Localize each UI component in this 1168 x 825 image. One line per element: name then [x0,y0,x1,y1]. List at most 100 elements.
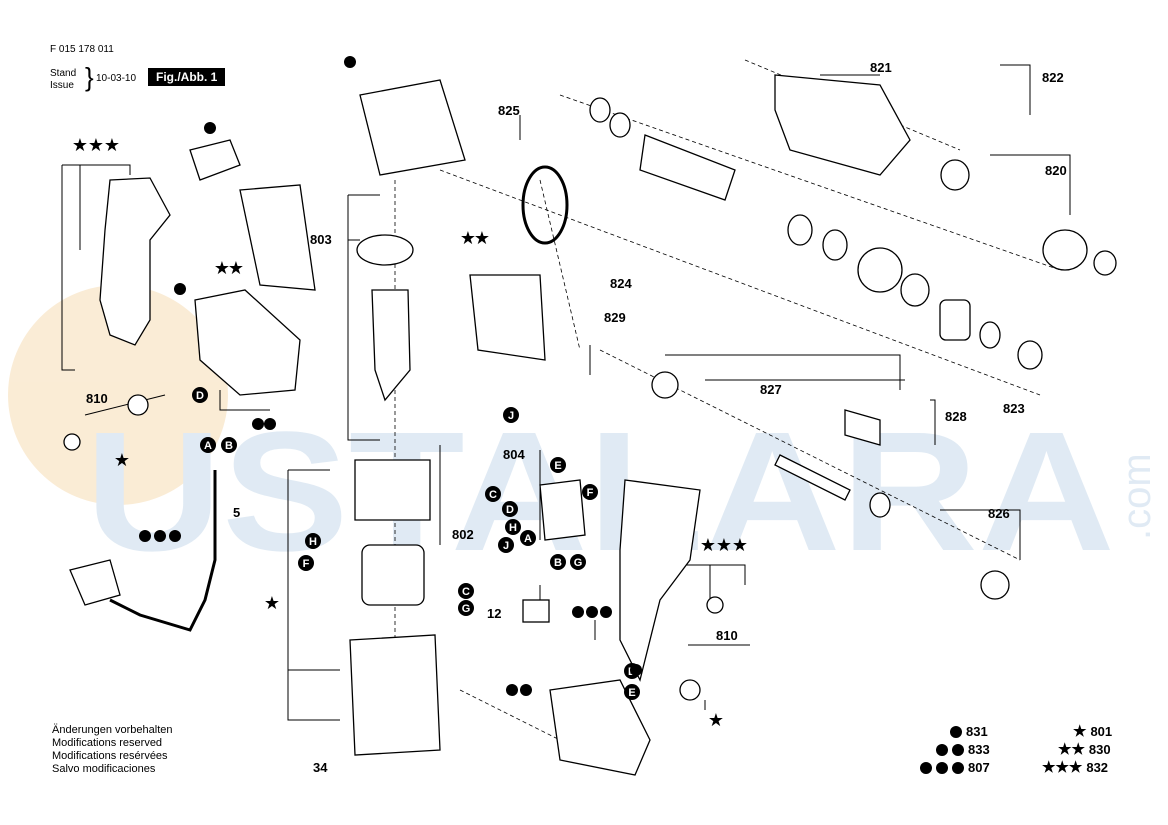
connector-marker-h: H [305,533,321,549]
document-number: F 015 178 011 [50,44,114,55]
svg-text:USTALARA: USTALARA [85,397,1115,587]
part-number-callout: 802 [452,527,474,542]
star-icon: ★ [88,135,104,155]
legend-star-2: ★★ 830 [1058,740,1111,758]
part-number-callout: 826 [988,506,1010,521]
svg-text:D: D [506,504,514,516]
connector-marker-h: H [505,519,521,535]
part-number-callout: 804 [503,447,525,462]
dot-icon [520,684,532,696]
dot-icon [154,530,166,542]
dot-icon [630,664,642,676]
star-icon: ★ [114,450,130,470]
star-icon: ★ [708,710,724,730]
svg-text:G: G [574,557,583,569]
legend-dot-2: 833 [936,742,990,757]
dot-icon [344,56,356,68]
connector-marker-g: G [570,554,586,570]
star-icon: ★ [72,135,88,155]
dot-icon [600,606,612,618]
dot-icon [139,530,151,542]
connector-marker-j: J [498,537,514,553]
dot-icon [952,761,964,774]
connector-marker-d: D [192,387,208,403]
legend-part: 832 [1086,760,1109,775]
legend-part: 831 [966,724,988,739]
watermark: USTALARA .com [8,285,1159,587]
brace-glyph: } [85,62,94,92]
dot-icon [169,530,181,542]
star-icon: ★ [700,535,716,555]
svg-text:.com: .com [1115,453,1159,540]
o-ring [521,165,569,245]
legend-star-3: ★★★ 832 [1042,758,1109,776]
note-en: Modifications reserved [52,737,163,749]
connector-marker-j: J [503,407,519,423]
legend-dot-3: 807 [920,760,990,775]
connector-marker-d: D [502,501,518,517]
connector-marker-c: C [458,583,474,599]
svg-text:E: E [554,460,561,472]
star-icon: ★ [732,535,748,555]
connector-marker-e: E [550,457,566,473]
svg-text:D: D [196,390,204,402]
note-de: Änderungen vorbehalten [52,724,173,736]
star-icon: ★ [104,135,120,155]
part-number-callout: 810 [86,391,108,406]
legend-part: 801 [1090,724,1113,739]
legend-dot-1: 831 [950,724,988,739]
connector-marker-f: F [298,555,314,571]
svg-text:B: B [554,557,562,569]
part-number-callout: 803 [310,232,332,247]
svg-text:F: F [303,558,310,570]
dot-icon [572,606,584,618]
connector-marker-e: E [624,684,640,700]
dot-icon [174,283,186,295]
connector-marker-a: A [520,530,536,546]
dot-icon [950,725,962,738]
dot-icon [264,418,276,430]
part-number-callout: 12 [487,606,501,621]
dot-icon [204,122,216,134]
part-number-callout: 5 [233,505,240,520]
dot-icon [506,684,518,696]
note-es: Salvo modificaciones [52,763,156,775]
svg-text:C: C [462,586,470,598]
svg-text:F: F [587,487,594,499]
modification-notes: Änderungen vorbehalten Modifications res… [52,724,172,776]
parts-drawings [63,74,1117,776]
connector-marker-c: C [485,486,501,502]
star-icon: ★ [460,228,476,248]
star-icon: ★ [214,258,230,278]
legend-star-1: ★ 801 [1073,722,1113,740]
stand-label: Stand [50,68,77,79]
star-icon: ★ [716,535,732,555]
connector-marker-f: F [582,484,598,500]
svg-text:C: C [489,489,497,501]
star-icon: ★ [1073,722,1087,740]
legend-part: 833 [968,742,990,757]
star-icon: ★ [264,593,280,613]
part-number-callout: 828 [945,409,967,424]
svg-text:E: E [628,687,635,699]
svg-text:H: H [509,522,517,534]
issue-date: 10-03-10 [96,73,137,84]
connector-marker-a: A [200,437,216,453]
svg-text:A: A [524,533,532,545]
note-fr: Modifications resérvées [52,750,168,762]
connector-marker-b: B [550,554,566,570]
star-icon: ★★★ [1042,758,1083,776]
legend-part: 807 [968,760,990,775]
dot-icon [936,761,948,774]
part-number-callout: 822 [1042,70,1064,85]
svg-text:J: J [508,410,514,422]
dot-icon [952,743,964,756]
svg-text:H: H [309,536,317,548]
part-number-callout: 829 [604,310,626,325]
part-number-callout: 820 [1045,163,1067,178]
legend-part: 830 [1088,742,1111,757]
connector-marker-g: G [458,600,474,616]
star-icon: ★★ [1058,740,1085,758]
part-number-callout: 827 [760,382,782,397]
connector-marker-b: B [221,437,237,453]
